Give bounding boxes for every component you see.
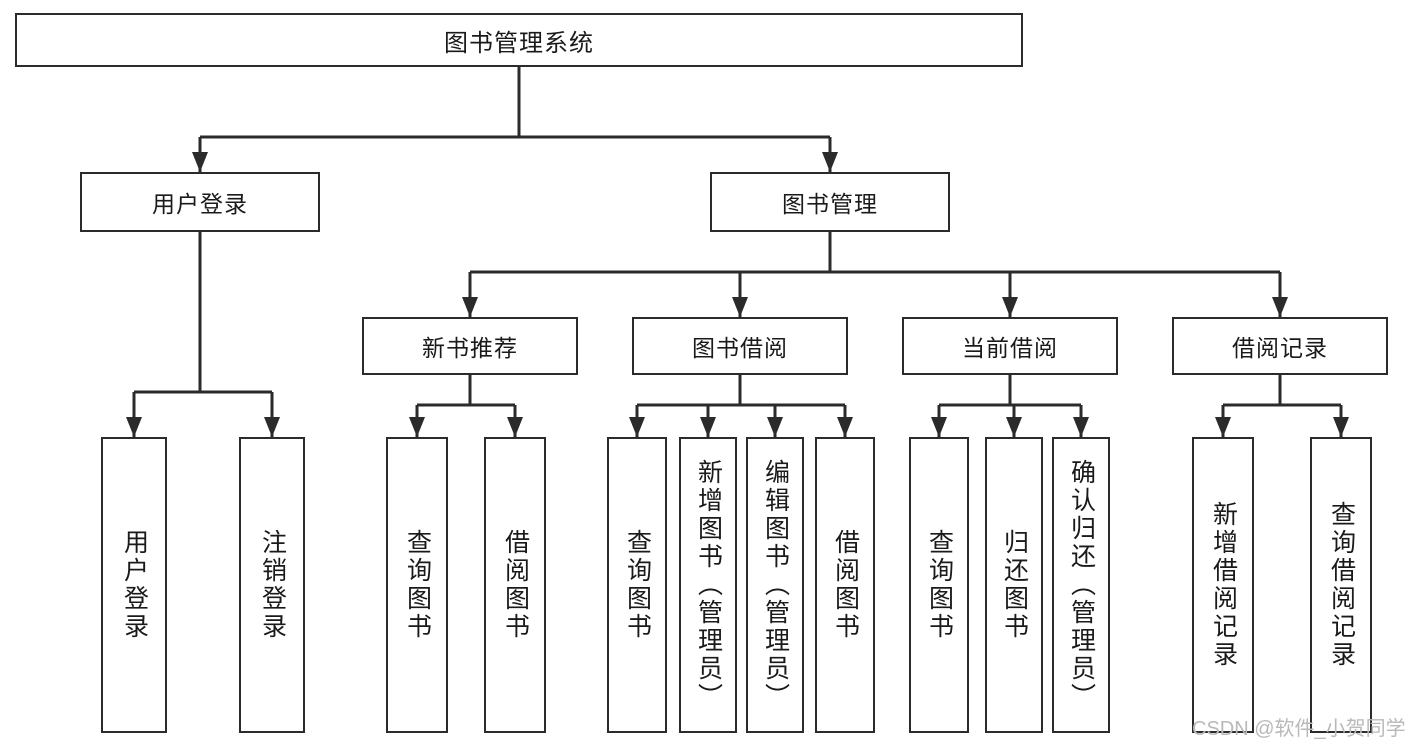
node-l3b2[interactable]: 借阅图书 xyxy=(484,437,546,733)
node-label: 查询借阅记录 xyxy=(1327,501,1356,669)
node-label: 查询图书 xyxy=(403,529,432,641)
node-l3d2[interactable]: 归还图书 xyxy=(985,437,1043,733)
node-l3e1[interactable]: 新增借阅记录 xyxy=(1192,437,1254,733)
node-l3a1[interactable]: 用户登录 xyxy=(101,437,167,733)
csdn-watermark: CSDN @软件_小贺同学 xyxy=(1192,718,1405,740)
node-label: 用户登录 xyxy=(152,191,248,217)
node-label: 新增借阅记录 xyxy=(1209,501,1238,669)
node-l3c4[interactable]: 借阅图书 xyxy=(815,437,875,733)
node-l3b1[interactable]: 查询图书 xyxy=(386,437,448,733)
node-label: 查询图书 xyxy=(925,529,954,641)
node-label: 图书管理 xyxy=(782,191,878,217)
node-label: 借阅图书 xyxy=(831,529,860,641)
node-label: 用户登录 xyxy=(120,529,149,641)
node-label: 编辑图书（管理员） xyxy=(761,459,790,711)
node-label: 当前借阅 xyxy=(962,335,1058,361)
node-l1a[interactable]: 用户登录 xyxy=(80,172,320,232)
node-l2b[interactable]: 图书借阅 xyxy=(632,317,848,375)
node-l3d1[interactable]: 查询图书 xyxy=(909,437,969,733)
node-l3c2[interactable]: 新增图书（管理员） xyxy=(679,437,737,733)
node-l2a[interactable]: 新书推荐 xyxy=(362,317,578,375)
node-label: 借阅图书 xyxy=(501,529,530,641)
node-l2c[interactable]: 当前借阅 xyxy=(902,317,1118,375)
node-label: 图书管理系统 xyxy=(444,29,594,57)
node-root[interactable]: 图书管理系统 xyxy=(15,13,1023,67)
node-l3e2[interactable]: 查询借阅记录 xyxy=(1310,437,1372,733)
node-label: 归还图书 xyxy=(1000,529,1029,641)
node-label: 查询图书 xyxy=(623,529,652,641)
node-l3c1[interactable]: 查询图书 xyxy=(607,437,667,733)
node-label: 新书推荐 xyxy=(422,335,518,361)
node-l3c3[interactable]: 编辑图书（管理员） xyxy=(746,437,804,733)
node-label: 确认归还（管理员） xyxy=(1067,459,1096,711)
node-label: 注销登录 xyxy=(258,529,287,641)
node-label: 图书借阅 xyxy=(692,335,788,361)
node-l2d[interactable]: 借阅记录 xyxy=(1172,317,1388,375)
node-label: 新增图书（管理员） xyxy=(694,459,723,711)
node-label: 借阅记录 xyxy=(1232,335,1328,361)
node-l3d3[interactable]: 确认归还（管理员） xyxy=(1052,437,1110,733)
node-l3a2[interactable]: 注销登录 xyxy=(239,437,305,733)
node-l1b[interactable]: 图书管理 xyxy=(710,172,950,232)
